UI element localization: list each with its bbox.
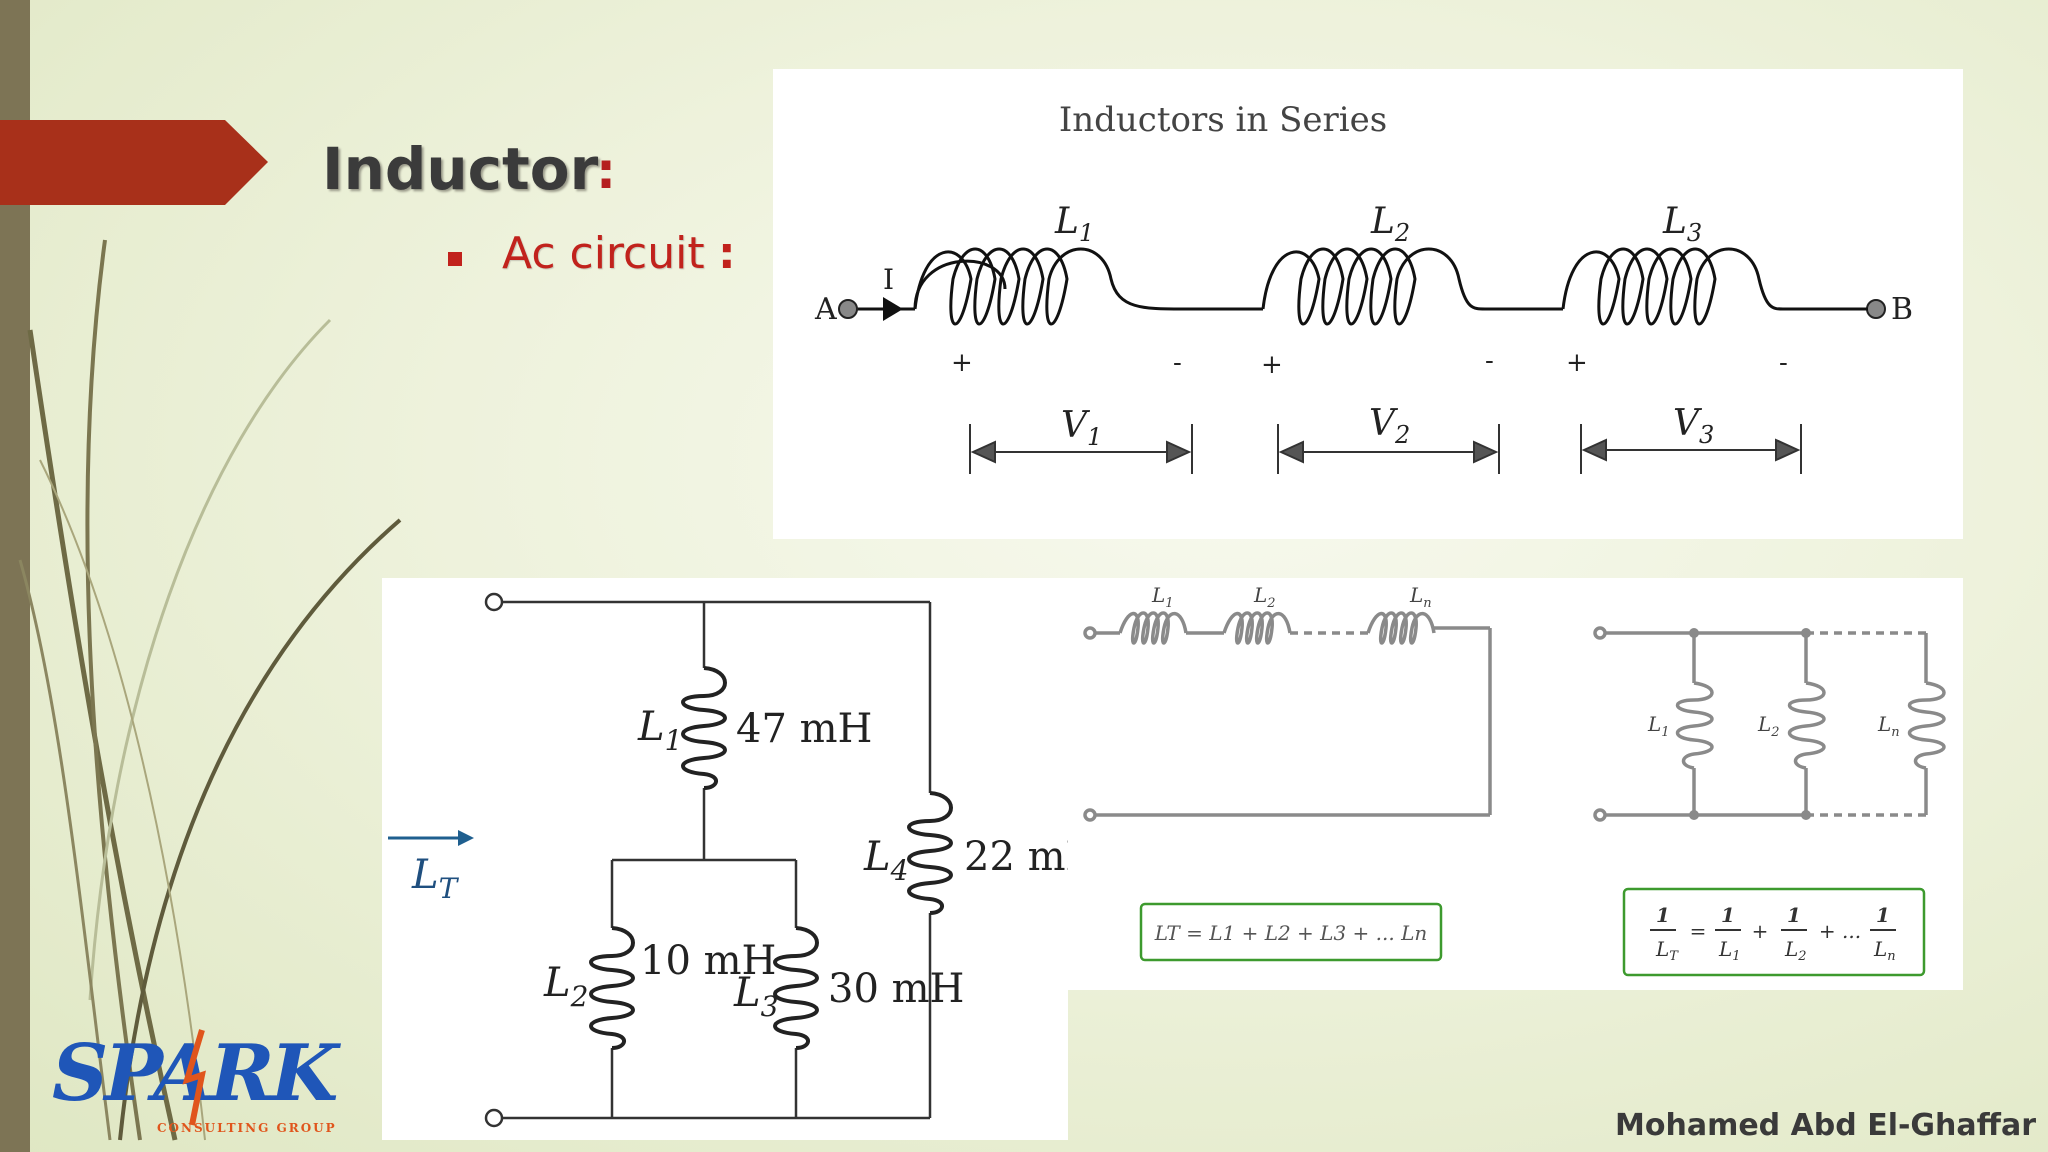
decorative-grass-strokes: [18, 239, 402, 1141]
parallel-coil-2: [1787, 681, 1826, 770]
series-l1-label: L1: [1151, 583, 1174, 611]
svg-text:1: 1: [1656, 903, 1670, 927]
series-inductors-diagram: Inductors in Series A B I L1 L2 L3 + - +…: [773, 69, 1963, 539]
v3-plus: +: [1566, 348, 1588, 378]
bullet-text: Ac circuit: [502, 228, 705, 279]
inductor-l2-coil: [589, 926, 635, 1050]
l1-label: L1: [1054, 201, 1094, 247]
v1-label: V1: [1061, 405, 1102, 451]
node-b-terminal: [1866, 299, 1886, 319]
inductor-l1-coil: [913, 247, 1184, 326]
v2-minus: -: [1485, 346, 1494, 376]
top-terminal: [484, 592, 504, 612]
series-coil-1: [1118, 611, 1188, 645]
inductor-l4-coil: [907, 791, 953, 915]
current-label: I: [883, 263, 894, 296]
series-coil-2: [1222, 611, 1292, 645]
l2-value: 10 mH: [640, 938, 776, 984]
inductor-l3-coil: [1561, 247, 1784, 326]
author-name: Mohamed Abd El-Ghaffar: [1615, 1108, 2036, 1143]
parallel-coil-n: [1907, 681, 1946, 770]
svg-text:=: =: [1690, 919, 1707, 943]
l4-value: 22 mH: [964, 834, 1068, 880]
parallel-l2-label: L2: [1757, 712, 1780, 740]
series-formula-box: [1139, 902, 1443, 962]
svg-text:LT: LT: [1655, 937, 1679, 964]
series-l2-label: L2: [1253, 583, 1276, 611]
v1-plus: +: [951, 348, 973, 378]
parallel-formula: 1 LT = 1 L1 + 1 L2 + ... 1 Ln: [1650, 903, 1896, 964]
series-title: Inductors in Series: [1059, 100, 1387, 140]
node-a-terminal: [838, 299, 858, 319]
series-ln-label: Ln: [1409, 583, 1432, 611]
series-coil-n: [1366, 611, 1436, 645]
v3-label: V3: [1673, 403, 1714, 449]
title-arrow-tag: [0, 120, 268, 205]
parallel-l1-label: L1: [1647, 712, 1670, 740]
svg-text:L1: L1: [1718, 937, 1741, 964]
svg-text:Ln: Ln: [1873, 937, 1896, 964]
svg-text:1: 1: [1876, 903, 1890, 927]
title-colon: :: [596, 142, 616, 200]
bullet-colon: :: [718, 228, 736, 279]
node-a-label: A: [814, 292, 837, 327]
l3-label: L3: [1662, 201, 1702, 247]
svg-text:CONSULTING GROUP: CONSULTING GROUP: [157, 1121, 337, 1135]
l1-symbol: L1: [637, 704, 682, 757]
svg-text:+: +: [1752, 919, 1769, 943]
v1-minus: -: [1173, 348, 1182, 378]
inductor-l3-coil: [773, 926, 819, 1050]
node-b-label: B: [1891, 292, 1913, 327]
svg-text:L2: L2: [1784, 937, 1807, 964]
parallel-coil-1: [1675, 681, 1714, 770]
l1-value: 47 mH: [736, 706, 872, 752]
svg-text:1: 1: [1721, 903, 1735, 927]
inductor-l2-coil: [1261, 247, 1486, 326]
l3-symbol: L3: [733, 970, 778, 1023]
spark-logo: SPARK CONSULTING GROUP: [52, 1028, 346, 1135]
v2-label: V2: [1369, 403, 1410, 449]
l3-value: 30 mH: [828, 966, 964, 1012]
v2-plus: +: [1261, 350, 1283, 380]
current-arrow-icon: [883, 297, 903, 321]
series-formula: LT = L1 + L2 + L3 + ... Ln: [1154, 921, 1428, 945]
parallel-formula-box: [1622, 887, 1926, 977]
inductor-l1-coil: [681, 666, 727, 790]
v3-minus: -: [1779, 348, 1788, 378]
bullet-marker: [448, 252, 462, 266]
svg-text:1: 1: [1787, 903, 1801, 927]
l4-symbol: L4: [863, 834, 908, 887]
parallel-ln-label: Ln: [1877, 712, 1900, 740]
slide-title: Inductor: [322, 135, 599, 203]
parallel-circuit-diagram: LT L1 47 mH L2 10 mH L3 30 mH L4 22 mH: [382, 578, 1100, 1140]
lt-arrow-icon: [458, 830, 474, 846]
lt-label: LT: [411, 852, 460, 905]
general-formulas-panel: L1 L2 Ln LT = L1 + L2 + L3 + ... Ln: [1068, 578, 1963, 990]
l2-symbol: L2: [543, 960, 588, 1013]
svg-text:+ ...: + ...: [1819, 919, 1861, 943]
bottom-terminal: [484, 1108, 504, 1128]
l2-label: L2: [1370, 201, 1410, 247]
